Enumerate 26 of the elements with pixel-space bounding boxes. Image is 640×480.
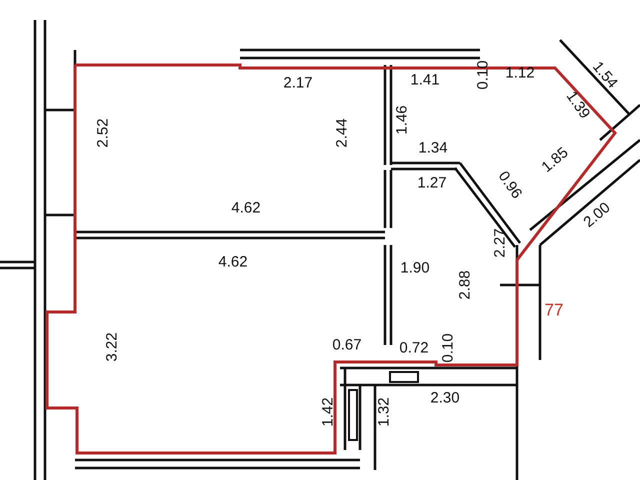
dimension-label: 0.10 [476,60,490,90]
dimension-label: 1.54 [590,59,620,91]
dimension-label: 2.52 [96,118,110,148]
dimension-label: 1.32 [376,397,392,427]
dimension-label: 0.10 [440,333,456,363]
dimension-label: 2.88 [458,270,472,300]
dimension-label: 1.46 [394,105,410,135]
dimension-label: 1.34 [418,140,448,156]
dimension-label: 2.00 [581,200,613,230]
dimension-label: 0.67 [332,338,362,352]
dimension-label: 1.42 [320,397,336,427]
dimension-label: 1.27 [417,176,447,190]
dimension-label: 4.62 [218,254,248,270]
dimension-label: 0.72 [399,340,429,356]
dimension-label: 2.17 [283,76,313,90]
dimension-label: 2.44 [334,118,350,148]
dimension-label: 2.27 [492,228,508,258]
dimension-label: 1.85 [539,144,571,176]
dimension-label: 1.90 [400,260,430,276]
dimension-label: 1.12 [505,66,535,80]
dimension-label: 1.39 [563,88,593,122]
plan-number: 77 [544,302,564,318]
dimension-label: 2.30 [430,390,460,406]
dimension-label: 3.22 [104,332,120,362]
dimension-label: 4.62 [231,200,261,216]
dimension-label: 1.41 [410,72,440,88]
